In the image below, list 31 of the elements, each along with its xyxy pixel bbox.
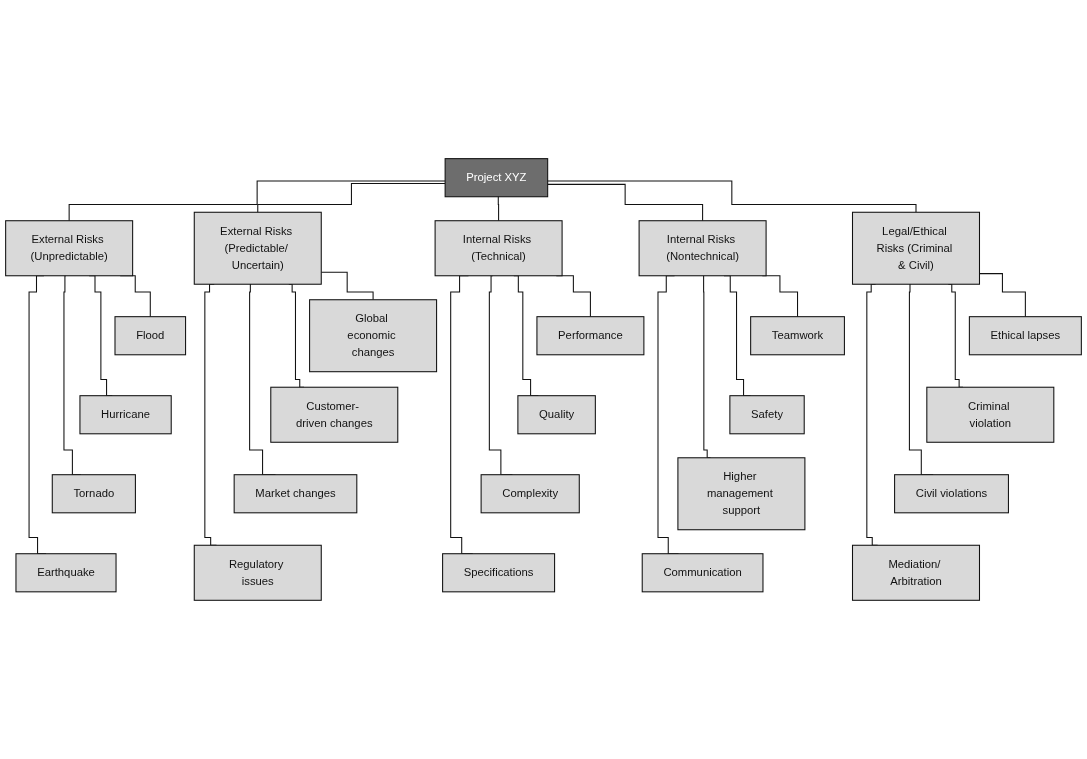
node-box: Communication — [641, 553, 764, 593]
node-box: Hurricane — [79, 395, 172, 435]
connector — [68, 180, 446, 222]
node-box: Mediation/ Arbitration — [851, 544, 980, 601]
connector — [547, 183, 704, 222]
node-box: Quality — [517, 395, 596, 435]
node-box: Internal Risks (Technical) — [434, 220, 563, 277]
node-box: Flood — [114, 316, 187, 356]
node-box: Legal/Ethical Risks (Criminal & Civil) — [851, 211, 980, 285]
node-box: Earthquake — [15, 553, 117, 593]
node-box: Specifications — [442, 553, 556, 593]
node-box: Civil violations — [894, 474, 1009, 514]
node-box: Performance — [536, 316, 645, 356]
node-box: Customer- driven changes — [270, 386, 399, 443]
connector — [257, 182, 446, 213]
node-box: External Risks (Unpredictable) — [5, 220, 134, 277]
node-box: Complexity — [480, 474, 580, 514]
node-box: Safety — [729, 395, 805, 435]
node-box: External Risks (Predictable/ Uncertain) — [193, 211, 322, 285]
node-box: Higher management support — [677, 457, 806, 531]
node-box: Market changes — [233, 474, 358, 514]
node-box: Ethical lapses — [968, 316, 1082, 356]
node-box: Criminal violation — [926, 386, 1055, 443]
node-box: Teamwork — [750, 316, 845, 356]
node-box: Global economic changes — [309, 299, 438, 373]
node-box: Regulatory issues — [193, 544, 322, 601]
node-box: Internal Risks (Nontechnical) — [638, 220, 767, 277]
node-box: Project XYZ — [444, 158, 549, 198]
connector — [497, 196, 500, 222]
node-box: Tornado — [51, 474, 136, 514]
connector — [547, 180, 917, 213]
